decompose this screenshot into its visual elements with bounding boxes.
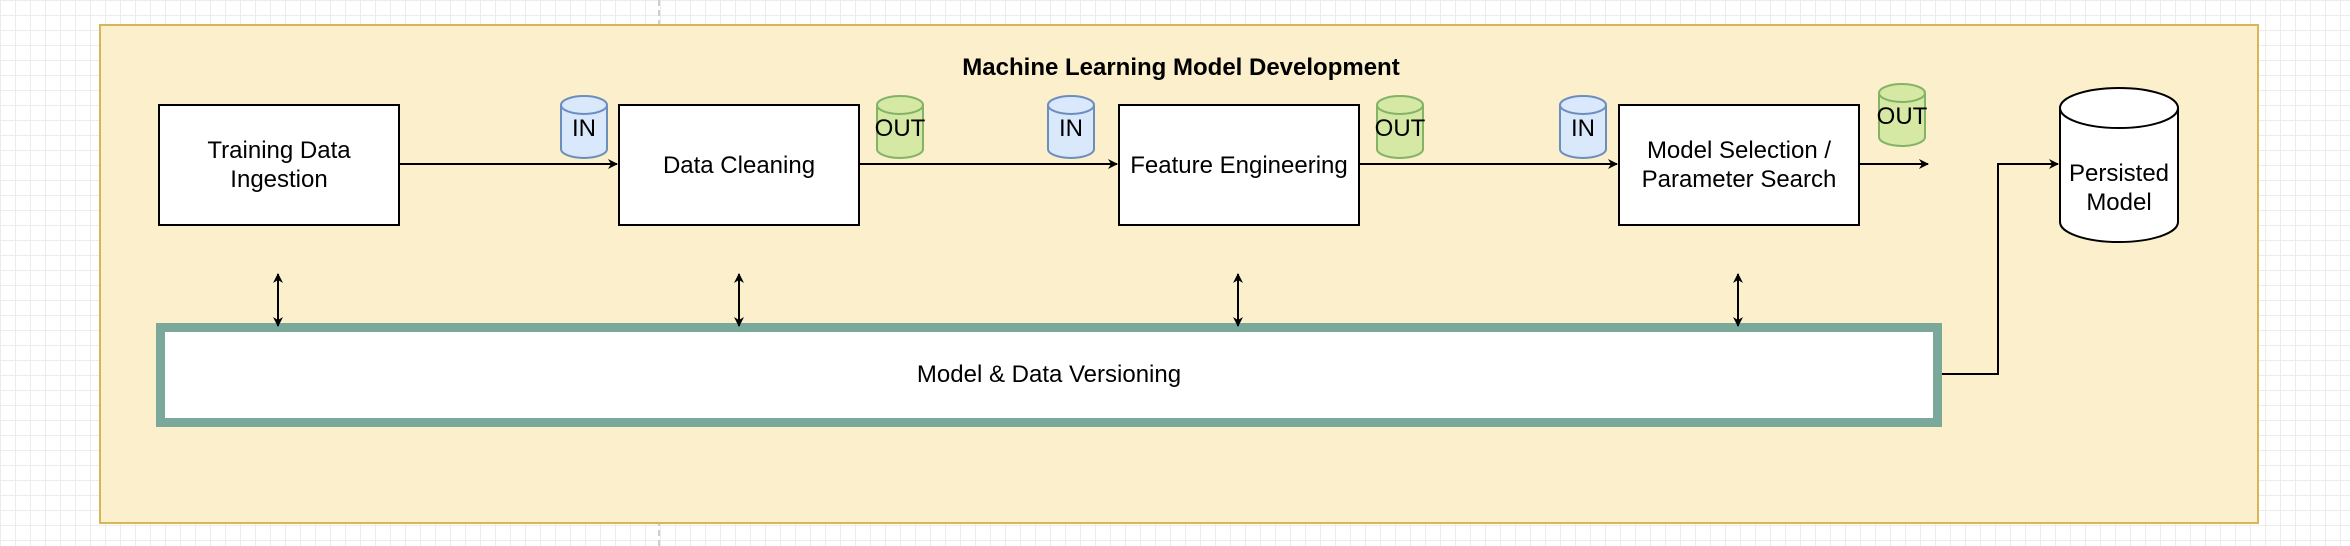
step-data-cleaning[interactable]: Data Cleaning — [618, 104, 860, 226]
out-store-cleaning-cylinder — [876, 95, 924, 159]
in-store-selection-cylinder — [1559, 95, 1607, 159]
model-data-versioning[interactable]: Model & Data Versioning — [156, 323, 1942, 427]
in-label-feature: IN — [1059, 115, 1083, 142]
out-store-feature-cylinder — [1376, 95, 1424, 159]
versioning-to-persisted-connector — [1942, 159, 2059, 375]
in-label-cleaning: IN — [572, 115, 596, 142]
in-store-cleaning-cylinder — [560, 95, 608, 159]
diagram-title: Machine Learning Model Development — [962, 54, 1400, 81]
persisted-model-cylinder — [2059, 87, 2179, 243]
out-label-cleaning: OUT — [874, 115, 926, 142]
in-store-feature-cylinder — [1047, 95, 1095, 159]
in-label-selection: IN — [1571, 115, 1595, 142]
step-training-data-ingestion[interactable]: Training Data Ingestion — [158, 104, 400, 226]
out-label-selection: OUT — [1876, 103, 1928, 130]
out-store-selection-cylinder — [1878, 83, 1926, 147]
step-model-selection[interactable]: Model Selection / Parameter Search — [1618, 104, 1860, 226]
persisted-model-label: Persisted Model — [2068, 160, 2170, 216]
out-label-feature: OUT — [1374, 115, 1426, 142]
step-feature-engineering[interactable]: Feature Engineering — [1118, 104, 1360, 226]
